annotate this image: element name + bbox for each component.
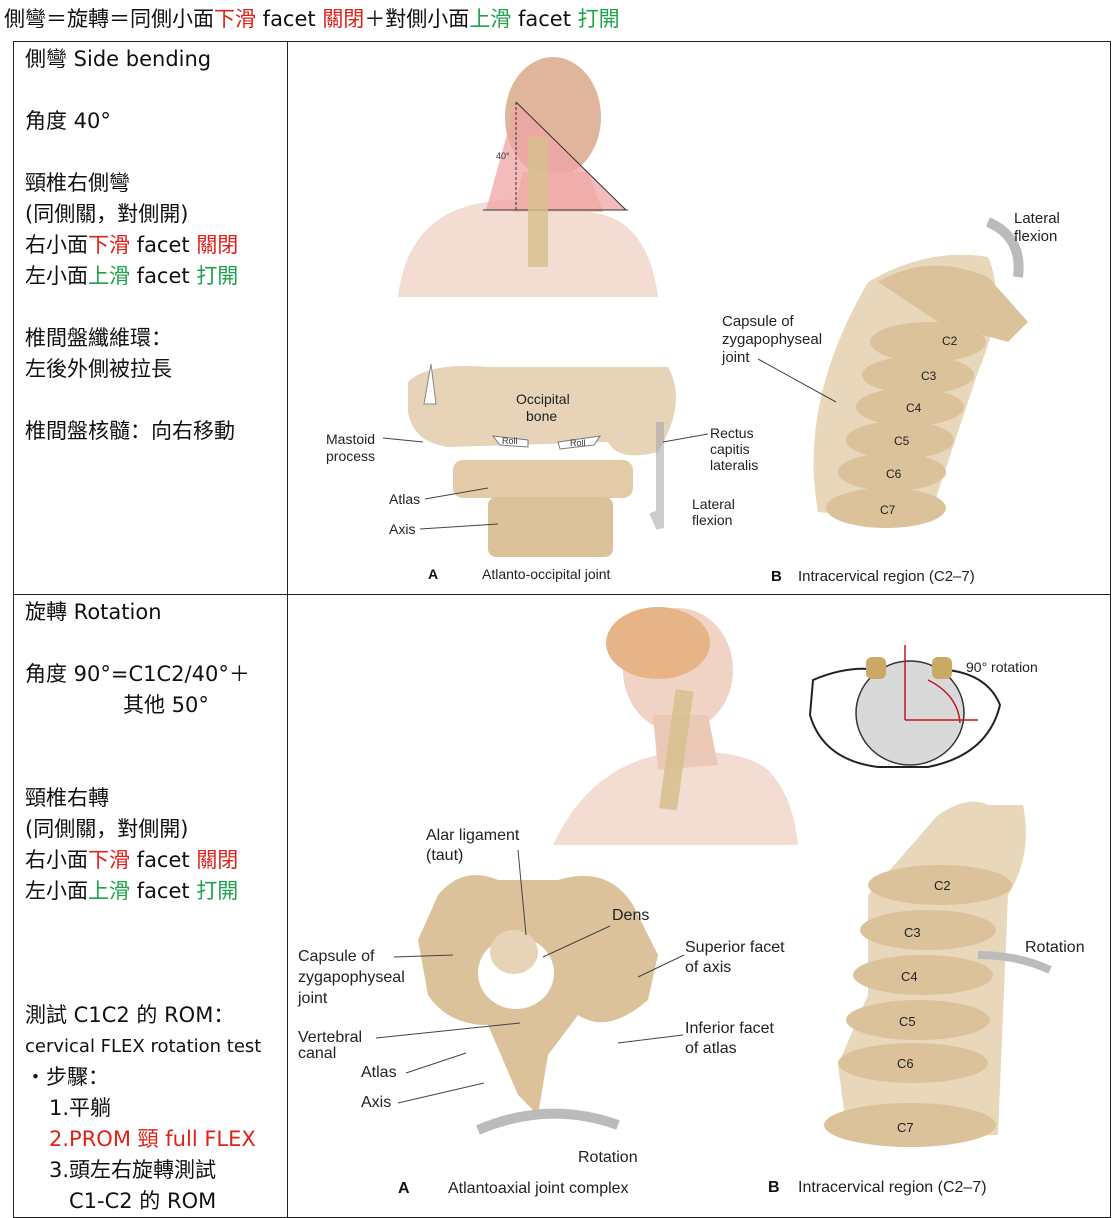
svg-text:C4: C4 <box>901 969 918 984</box>
side-bending-figure-cell: 40° Roll Roll <box>287 41 1111 595</box>
axis-label: Axis <box>389 521 415 537</box>
svg-text:C5: C5 <box>899 1014 916 1029</box>
roll-label-right: Roll <box>570 438 586 448</box>
caption-b-letter-rot: B <box>768 1179 780 1196</box>
rom-test-title: 測試 C1C2 的 ROM： <box>25 1003 235 1027</box>
step-2: 2.PROM 頸 full FLEX <box>49 1127 256 1151</box>
atlantoaxial-illustration <box>418 875 658 1135</box>
rotation-figure-cell: 90° rotation <box>287 594 1111 1218</box>
side-bending-row: 側彎 Side bending 角度 40° 頸椎右側彎 (同側關，對側開) 右… <box>13 41 1111 595</box>
rotation-row: 旋轉 Rotation 角度 90°=C1C2/40°＋ 其他 50° 頸椎右轉… <box>13 594 1111 1218</box>
content-table: 側彎 Side bending 角度 40° 頸椎右側彎 (同側關，對側開) 右… <box>13 41 1111 1218</box>
rotation-90-label: 90° rotation <box>966 659 1038 675</box>
mastoid-process-label: Mastoid process <box>326 431 379 464</box>
vertebra-labels-side: C2 C3 C4 C5 C6 C7 <box>880 334 958 517</box>
rotation-figure: 90° rotation <box>297 607 1085 1197</box>
side-bending-rule: (同側關，對側開) <box>25 202 189 226</box>
rotation-a-label: Rotation <box>578 1149 638 1166</box>
side-bending-text-cell: 側彎 Side bending 角度 40° 頸椎右側彎 (同側關，對側開) 右… <box>13 41 288 595</box>
svg-text:C3: C3 <box>921 369 937 383</box>
axis-label-rot: Axis <box>361 1094 391 1111</box>
side-bending-nucleus: 椎間盤核髓：向右移動 <box>25 419 235 443</box>
caption-b-text: Intracervical region (C2–7) <box>798 568 975 585</box>
svg-text:C7: C7 <box>880 503 896 517</box>
woman-back-illustration: 40° <box>398 57 658 297</box>
side-bending-disc-line1: 椎間盤纖維環： <box>25 326 172 350</box>
svg-text:C4: C4 <box>906 401 922 415</box>
side-bending-angle: 角度 40° <box>25 109 111 133</box>
vertebral-canal-label: Vertebral canal <box>298 1029 367 1062</box>
atlanto-occipital-illustration: Roll Roll <box>408 363 676 557</box>
atlas-label: Atlas <box>389 491 420 507</box>
caption-a-text-rot: Atlantoaxial joint complex <box>448 1180 629 1197</box>
rotation-text-cell: 旋轉 Rotation 角度 90°=C1C2/40°＋ 其他 50° 頸椎右轉… <box>13 594 288 1218</box>
side-bending-disc-line2: 左後外側被拉長 <box>25 357 172 381</box>
rotation-right-facet: 右小面下滑 facet 關閉 <box>25 848 239 872</box>
rotation-direction: 頸椎右轉 <box>25 786 109 810</box>
svg-text:C6: C6 <box>897 1056 914 1071</box>
vertebra-labels-rot: C2 C3 C4 C5 C6 C7 <box>897 878 951 1135</box>
side-bending-direction: 頸椎右側彎 <box>25 171 130 195</box>
caption-b-text-rot: Intracervical region (C2–7) <box>798 1179 987 1196</box>
occipital-bone-label: Occipital bone <box>516 391 574 424</box>
svg-text:C3: C3 <box>904 925 921 940</box>
caption-b-letter: B <box>771 568 782 585</box>
side-bending-heading: 側彎 Side bending <box>25 47 212 71</box>
rotation-left-facet: 左小面上滑 facet 打開 <box>25 879 239 903</box>
inferior-facet-label: Inferior facet of atlas <box>685 1020 778 1057</box>
steps-title: ・步驟： <box>25 1065 109 1089</box>
caption-a-text: Atlanto-occipital joint <box>482 566 611 582</box>
caption-a-letter: A <box>428 566 438 582</box>
svg-text:C7: C7 <box>897 1120 914 1135</box>
svg-text:C2: C2 <box>942 334 958 348</box>
intracervical-side-bending-illustration <box>813 217 1028 528</box>
superior-facet-label: Superior facet of axis <box>685 939 789 976</box>
intracervical-rotation-illustration <box>824 801 1052 1147</box>
roll-label-left: Roll <box>502 436 518 446</box>
angle-40-label: 40° <box>496 151 510 161</box>
side-bending-left-facet: 左小面上滑 facet 打開 <box>25 264 239 288</box>
lateral-flexion-a-label: Lateral flexion <box>692 496 739 528</box>
rectus-capitis-lateralis-label: Rectus capitis lateralis <box>710 425 758 473</box>
rom-test-name: cervical FLEX rotation test <box>25 1036 262 1057</box>
capsule-label-rot: Capsule of zygapophyseal joint <box>297 948 409 1007</box>
capsule-label-b: Capsule of zygapophyseal joint <box>721 313 826 366</box>
rotation-angle-line1: 角度 90°=C1C2/40°＋ <box>25 662 250 686</box>
atlas-label-rot: Atlas <box>361 1064 397 1081</box>
top-view-rotation-diagram: 90° rotation <box>808 645 1038 768</box>
woman-side-illustration <box>553 607 798 845</box>
page-title: 側彎＝旋轉＝同側小面下滑 facet 關閉＋對側小面上滑 facet 打開 <box>4 7 620 31</box>
svg-text:C2: C2 <box>934 878 951 893</box>
rotation-heading: 旋轉 Rotation <box>25 600 162 624</box>
rotation-rule: (同側關，對側開) <box>25 817 189 841</box>
side-bending-figure: 40° Roll Roll <box>326 57 1064 585</box>
svg-text:C5: C5 <box>894 434 910 448</box>
rotation-angle-line2: 其他 50° <box>123 693 209 717</box>
step-3: 3.頭左右旋轉測試 <box>49 1158 217 1182</box>
side-bending-right-facet: 右小面下滑 facet 關閉 <box>25 233 239 257</box>
step-1: 1.平躺 <box>49 1096 112 1120</box>
caption-a-letter-rot: A <box>398 1180 410 1197</box>
rotation-b-label: Rotation <box>1025 939 1085 956</box>
alar-ligament-label: Alar ligament (taut) <box>426 827 524 864</box>
dens-label: Dens <box>612 907 649 924</box>
lateral-flexion-b-label: Lateral flexion <box>1014 210 1064 245</box>
step-3-continued: C1-C2 的 ROM <box>69 1189 217 1213</box>
svg-text:C6: C6 <box>886 467 902 481</box>
